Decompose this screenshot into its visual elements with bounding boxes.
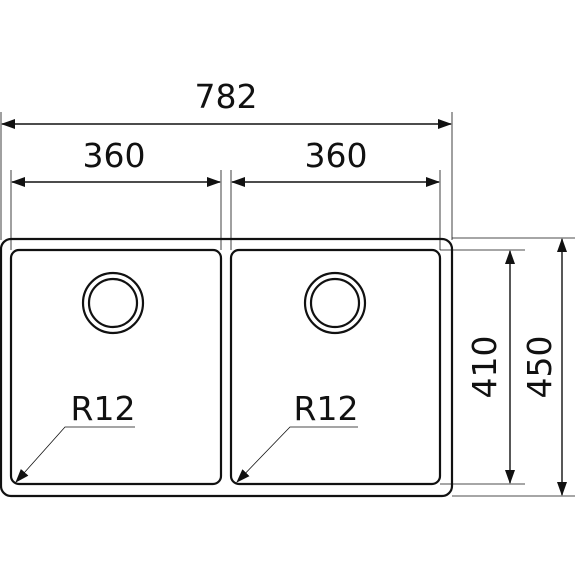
left-radius-label: R12 — [71, 389, 136, 428]
inner-height-label: 410 — [465, 336, 504, 399]
outer-height-label: 450 — [520, 336, 559, 399]
dimension-overall-width: 782 — [1, 77, 452, 129]
left-drain-inner — [87, 277, 139, 329]
radius-leader-right: R12 — [236, 389, 359, 483]
dimension-outer-height: 450 — [520, 238, 567, 496]
dimension-left-bowl-width: 360 — [11, 136, 221, 187]
right-radius-label: R12 — [294, 389, 359, 428]
right-bowl-width-label: 360 — [305, 136, 368, 175]
right-drain-outer — [303, 271, 367, 335]
sink-outline — [0, 237, 454, 498]
left-bowl — [9, 248, 223, 486]
radius-leader-left: R12 — [15, 389, 136, 483]
dimension-right-bowl-width: 360 — [231, 136, 440, 187]
overall-width-label: 782 — [195, 77, 258, 116]
right-drain-inner — [309, 277, 361, 329]
left-drain-outer — [81, 271, 145, 335]
extension-lines-top — [0, 112, 453, 250]
left-bowl-width-label: 360 — [83, 136, 146, 175]
dimension-inner-height: 410 — [465, 250, 515, 484]
right-bowl — [229, 248, 442, 486]
